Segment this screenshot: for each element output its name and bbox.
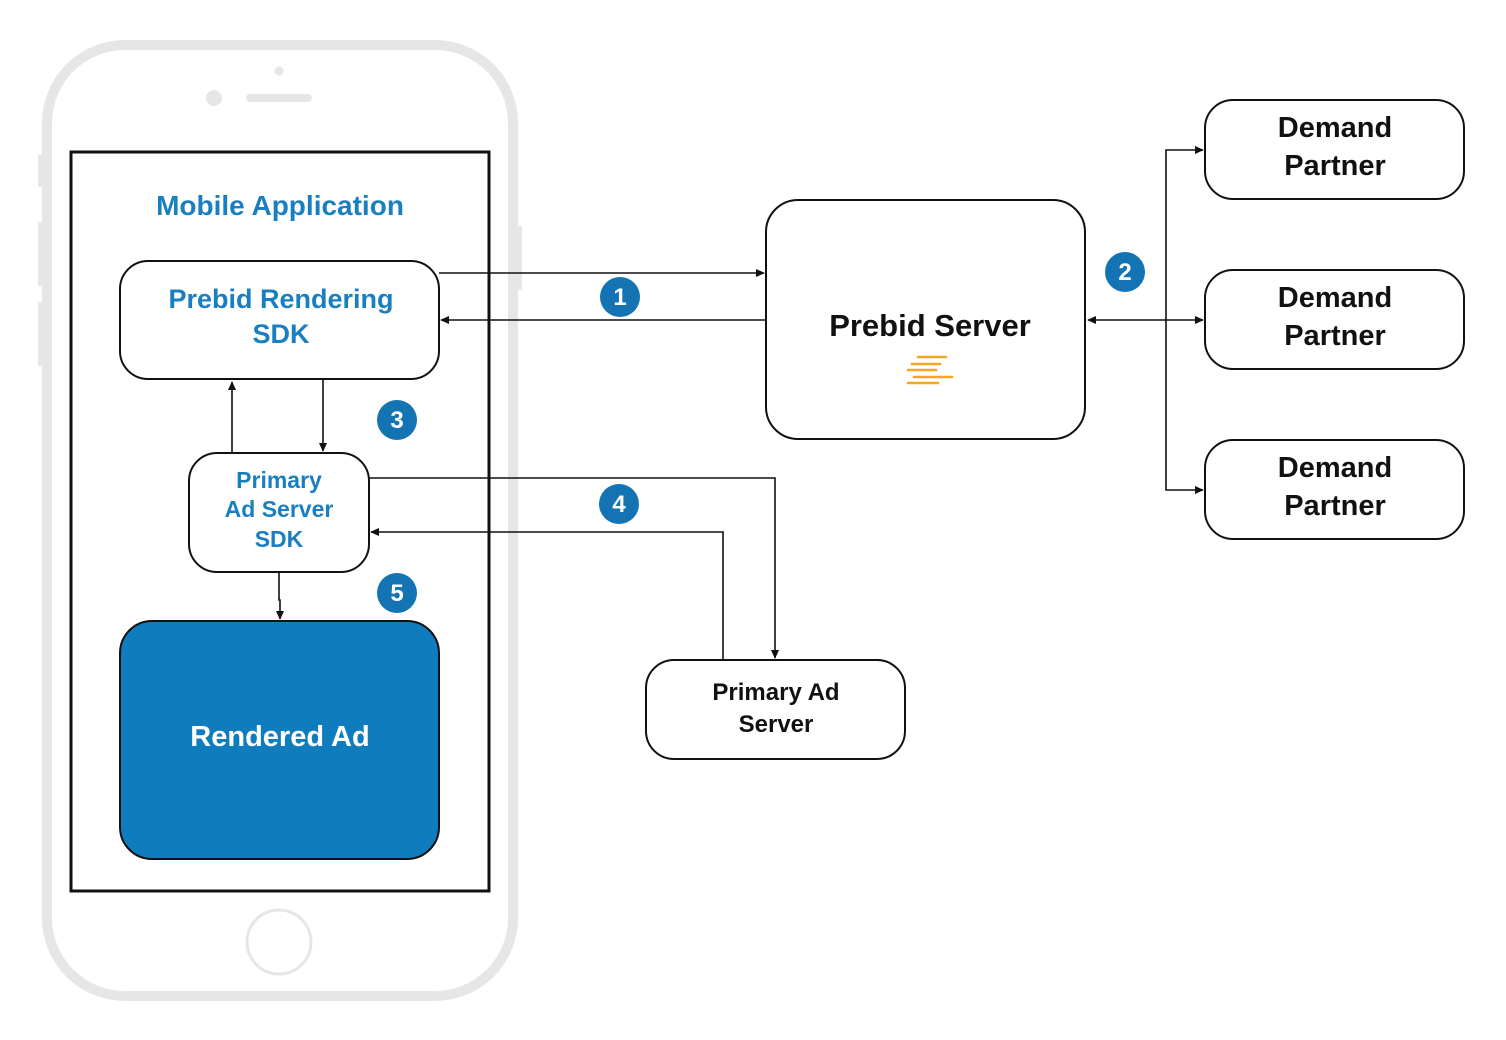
- phone-speaker: [246, 94, 312, 102]
- prebid-logo-icon: [906, 355, 954, 385]
- phone-camera: [206, 90, 222, 106]
- screen-title: Mobile Application: [156, 190, 404, 221]
- demand-partner-3-line-1: Demand: [1278, 452, 1392, 484]
- primary-ad-server-sdk-box: Primary Ad Server SDK: [188, 452, 370, 573]
- svg-text:5: 5: [390, 580, 403, 607]
- demand-partner-1-line-2: Partner: [1284, 150, 1386, 182]
- step-badge-3: 3: [377, 400, 417, 440]
- primary-sdk-label-line-1: Primary: [236, 467, 322, 493]
- demand-partner-1-line-1: Demand: [1278, 112, 1392, 144]
- step-badge-4: 4: [599, 484, 639, 524]
- phone-home-button: [245, 908, 313, 976]
- prebid-server-label: Prebid Server: [829, 308, 1031, 343]
- primary-sdk-label-line-3: SDK: [255, 526, 304, 552]
- rendered-ad-label: Rendered Ad: [190, 721, 369, 753]
- phone-silent-switch: [38, 155, 44, 187]
- arrow-primary-sdk-to-ad-server: [369, 477, 780, 659]
- arrow-primary-sdk-to-rendered-ad: [275, 572, 285, 620]
- arrow-ad-server-to-primary-sdk: [370, 527, 724, 660]
- prebid-server-box: Prebid Server: [765, 199, 1086, 440]
- step-badge-2: 2: [1105, 252, 1145, 292]
- prebid-sdk-label-line-2: SDK: [252, 319, 310, 349]
- svg-text:2: 2: [1118, 259, 1131, 286]
- phone-sensor: [274, 66, 284, 76]
- step-badge-5: 5: [377, 573, 417, 613]
- demand-partner-3-line-2: Partner: [1284, 490, 1386, 522]
- phone-power-button: [516, 226, 522, 290]
- primary-ad-server-label-line-2: Server: [739, 711, 814, 738]
- rendered-ad-box: Rendered Ad: [119, 620, 440, 860]
- svg-text:3: 3: [390, 407, 403, 434]
- primary-ad-server-label-line-1: Primary Ad: [712, 679, 839, 706]
- demand-partner-2-line-2: Partner: [1284, 320, 1386, 352]
- demand-partner-box-1: Demand Partner: [1204, 99, 1465, 200]
- prebid-rendering-sdk-box: Prebid Rendering SDK: [119, 260, 440, 380]
- prebid-sdk-label-line-1: Prebid Rendering: [168, 284, 393, 314]
- primary-ad-server-box: Primary Ad Server: [645, 659, 906, 760]
- demand-partner-2-line-1: Demand: [1278, 282, 1392, 314]
- primary-sdk-label-line-2: Ad Server: [225, 496, 334, 522]
- demand-partner-box-2: Demand Partner: [1204, 269, 1465, 370]
- demand-partner-box-3: Demand Partner: [1204, 439, 1465, 540]
- arrow-to-demand-partner-3: [1165, 320, 1204, 495]
- svg-text:4: 4: [612, 491, 626, 518]
- phone-volume-up: [38, 222, 44, 286]
- svg-text:1: 1: [613, 284, 626, 311]
- phone-volume-down: [38, 302, 44, 366]
- step-badge-1: 1: [600, 277, 640, 317]
- arrow-to-demand-partner-1: [1165, 145, 1204, 320]
